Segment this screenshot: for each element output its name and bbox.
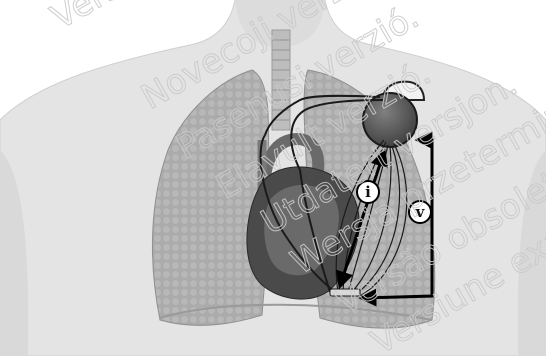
watermark-line: Version [45, 0, 173, 38]
